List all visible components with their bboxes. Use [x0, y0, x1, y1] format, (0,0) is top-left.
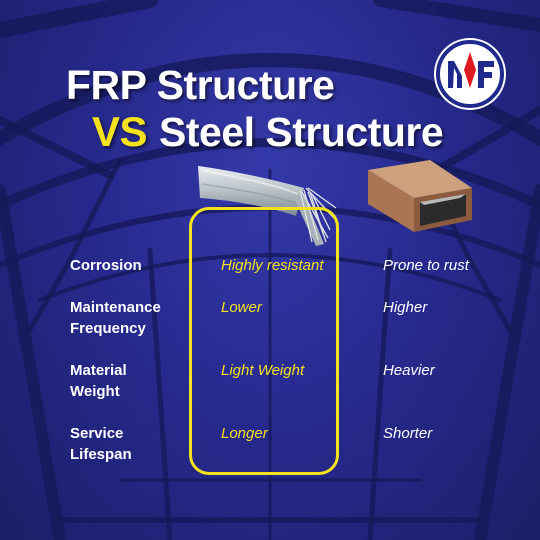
frp-value-material-weight: Light Weight	[221, 362, 305, 379]
title-frp-structure: FRP Structure	[66, 62, 335, 108]
row-label-material-weight: Material Weight	[70, 362, 127, 400]
vs-label: VS	[92, 108, 148, 155]
steel-value-maintenance-frequency: Higher	[383, 299, 428, 316]
row-label-corrosion: Corrosion	[70, 257, 142, 274]
frp-value-service-lifespan: Longer	[221, 425, 268, 442]
steel-value-service-lifespan: Shorter	[383, 425, 433, 442]
frp-highlight-frame	[189, 207, 339, 475]
brand-logo	[434, 38, 506, 110]
frp-value-maintenance-frequency: Lower	[221, 299, 262, 316]
row-label-service-lifespan: Service Lifespan	[70, 425, 132, 463]
steel-tube-image	[368, 160, 472, 232]
row-label-maintenance-frequency: Maintenance Frequency	[70, 299, 161, 337]
title-steel-structure: Steel Structure	[159, 109, 444, 155]
steel-value-corrosion: Prone to rust	[383, 257, 469, 274]
steel-value-material-weight: Heavier	[383, 362, 435, 379]
frp-value-corrosion: Highly resistant	[221, 257, 324, 274]
